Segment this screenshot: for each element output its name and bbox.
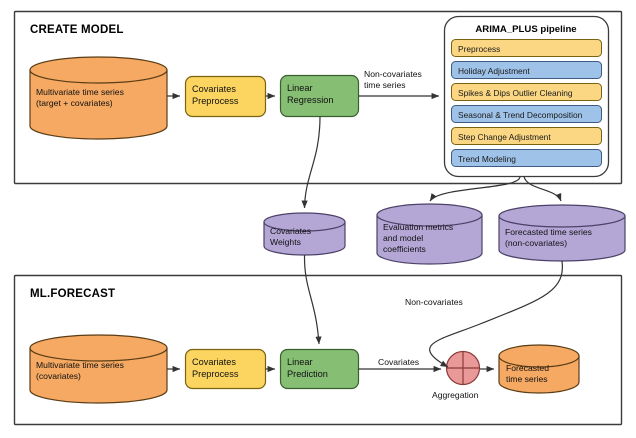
pipeline-step-box xyxy=(451,61,602,79)
edge-pipeline-to-evaluation-metrics xyxy=(429,176,521,202)
ml-forecast-title: ML.FORECAST xyxy=(30,288,116,300)
create-model-linear-regression-box xyxy=(279,74,360,118)
edge-linear-regression-to-covariates-weights xyxy=(301,116,321,209)
aggregation-label: Aggregation xyxy=(432,390,479,400)
edge-label-non-covariates: Non-covariates xyxy=(405,297,463,307)
ml-forecast-linear-prediction-box xyxy=(279,348,360,390)
ml-forecast-output-cylinder xyxy=(498,344,580,394)
forecasted-non-covariates-cylinder xyxy=(498,204,626,262)
pipeline-step-label-holiday-adjustment: Holiday Adjustment xyxy=(458,66,530,76)
edge-forecasted-non-covariates-to-aggregation xyxy=(429,260,563,368)
pipeline-step-box xyxy=(451,105,602,123)
edge-label-non-covariates-time-series: Non-covariates time series xyxy=(364,69,422,91)
aggregation-node xyxy=(445,350,481,386)
create-model-title: CREATE MODEL xyxy=(30,24,124,36)
edge-covariates-weights-to-linear-prediction xyxy=(303,254,322,345)
pipeline-step-label-trend-modeling: Trend Modeling xyxy=(458,154,516,164)
covariates-weights-cylinder xyxy=(263,212,346,256)
evaluation-metrics-cylinder xyxy=(376,203,483,265)
pipeline-step-label-spikes-dips-outlier-cleaning: Spikes & Dips Outlier Cleaning xyxy=(458,88,573,98)
pipeline-step-box xyxy=(451,83,602,101)
pipeline-step-box xyxy=(451,127,602,145)
arima-plus-pipeline-title: ARIMA_PLUS pipeline xyxy=(475,24,577,35)
pipeline-step-label-seasonal-trend-decomposition: Seasonal & Trend Decomposition xyxy=(458,110,583,120)
edge-label-covariates: Covariates xyxy=(378,357,420,367)
edge-pipeline-to-forecasted-non-covariates xyxy=(523,176,562,202)
pipeline-step-box xyxy=(451,149,602,167)
pipeline-step-label-preprocess: Preprocess xyxy=(458,44,501,54)
ml-forecast-source-cylinder xyxy=(29,334,168,404)
pipeline-step-box xyxy=(451,39,602,57)
pipeline-step-label-step-change-adjustment: Step Change Adjustment xyxy=(458,132,551,142)
create-model-source-cylinder xyxy=(29,56,168,140)
create-model-covariates-preprocess-box xyxy=(184,75,267,118)
ml-forecast-covariates-preprocess-box xyxy=(184,348,267,390)
